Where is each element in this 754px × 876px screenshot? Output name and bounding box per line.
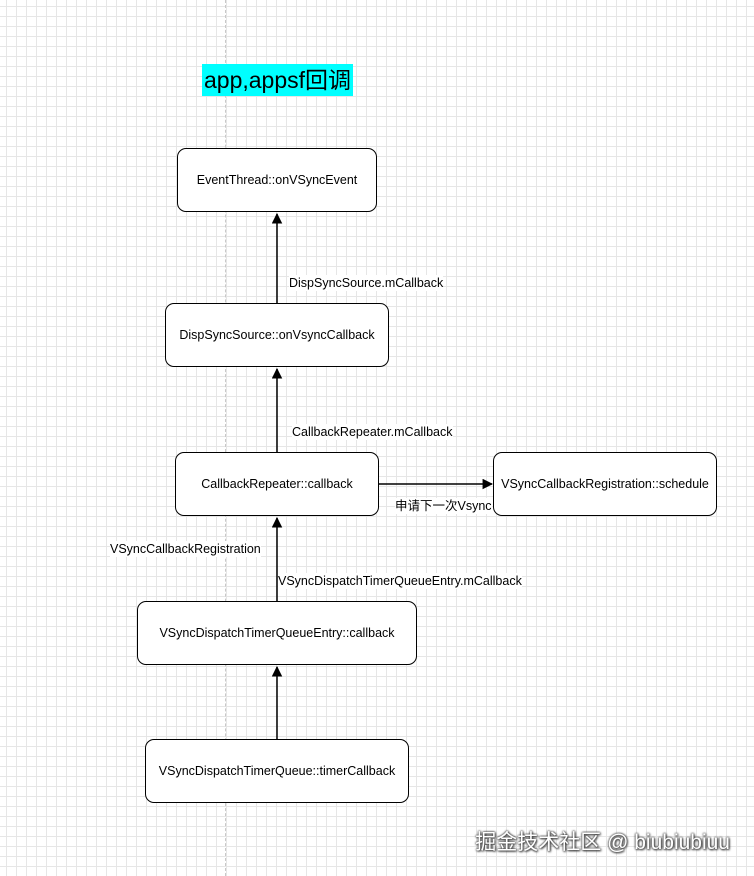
label-vsync-callback-registration: VSyncCallbackRegistration bbox=[110, 541, 261, 557]
node-queue-entry: VSyncDispatchTimerQueueEntry::callback bbox=[137, 601, 417, 665]
label-disp-sync-source-callback: DispSyncSource.mCallback bbox=[289, 275, 444, 291]
guide-line bbox=[225, 0, 226, 876]
node-timer-queue: VSyncDispatchTimerQueue::timerCallback bbox=[145, 739, 409, 803]
diagram-title: app,appsf回调 bbox=[202, 64, 354, 96]
node-registration-schedule: VSyncCallbackRegistration::schedule bbox=[493, 452, 717, 516]
label-queue-entry-callback: VSyncDispatchTimerQueueEntry.mCallback bbox=[278, 573, 522, 589]
node-disp-sync-source: DispSyncSource::onVsyncCallback bbox=[165, 303, 389, 367]
node-callback-repeater: CallbackRepeater::callback bbox=[175, 452, 379, 516]
label-callback-repeater-callback: CallbackRepeater.mCallback bbox=[292, 424, 453, 440]
watermark: 掘金技术社区 @ biubiubiuu bbox=[475, 831, 730, 854]
node-event-thread: EventThread::onVSyncEvent bbox=[177, 148, 377, 212]
label-request-next-vsync: 申请下一次Vsync bbox=[395, 498, 492, 514]
